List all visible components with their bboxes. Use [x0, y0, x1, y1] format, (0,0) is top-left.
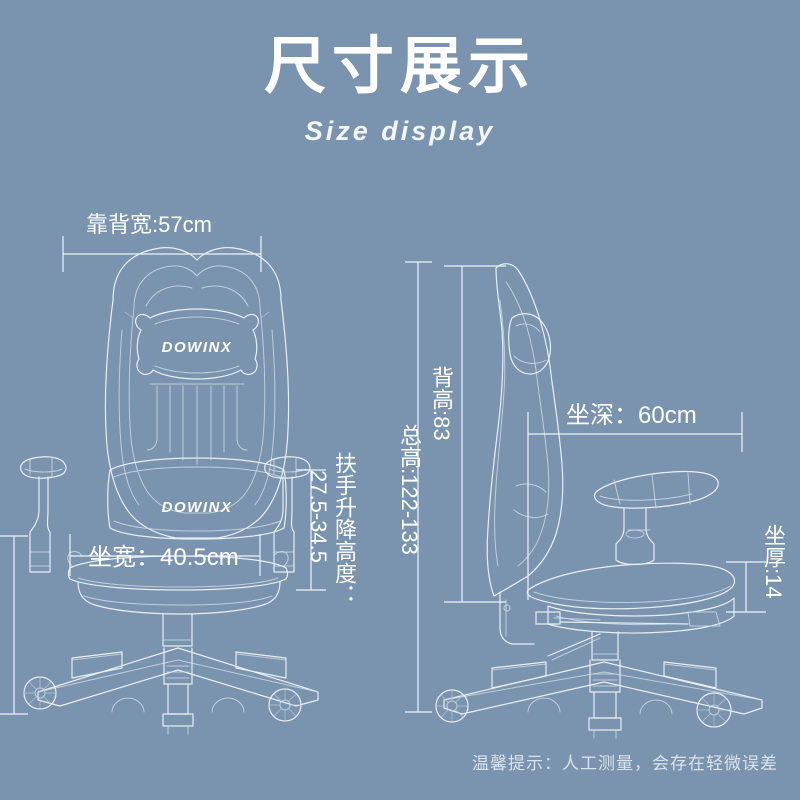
label-backrest-width: 靠背宽:57cm	[86, 212, 212, 237]
label-armrest-height: 扶手升降高度：	[332, 452, 357, 606]
dimension-lines	[0, 236, 766, 715]
headrest-logo: DOWINX	[162, 339, 233, 356]
backrest-stitching	[146, 383, 248, 465]
headrest-pillow-side	[508, 313, 552, 375]
label-armrest-height-value: 27.5-34.5	[306, 470, 331, 563]
casters-side	[435, 689, 732, 728]
base-side	[443, 659, 763, 739]
label-back-height: 背高:83	[429, 366, 454, 441]
base-front	[37, 647, 319, 735]
side-view-chair	[435, 263, 763, 739]
label-seat-depth: 坐深：60cm	[566, 402, 697, 429]
label-seat-thickness: 坐厚:14	[761, 524, 786, 599]
headrest-pillow: DOWINX	[135, 308, 259, 380]
label-seat-width: 坐宽：40.5cm	[88, 544, 239, 571]
armrest-left-front	[20, 456, 67, 573]
front-view-chair: DOWINX DOWINX	[20, 247, 319, 735]
measurement-note: 温馨提示：人工测量，会存在轻微误差	[472, 754, 778, 773]
lumbar-logo: DOWINX	[162, 499, 233, 516]
page-subtitle: Size display	[304, 116, 496, 146]
seat-side	[526, 562, 736, 634]
page-title: 尺寸展示	[263, 32, 536, 101]
casters-front	[23, 676, 302, 722]
lumbar-cushion: DOWINX	[107, 457, 287, 540]
armrest-side	[593, 470, 719, 566]
label-total-height: 总高:122-133	[397, 424, 422, 555]
